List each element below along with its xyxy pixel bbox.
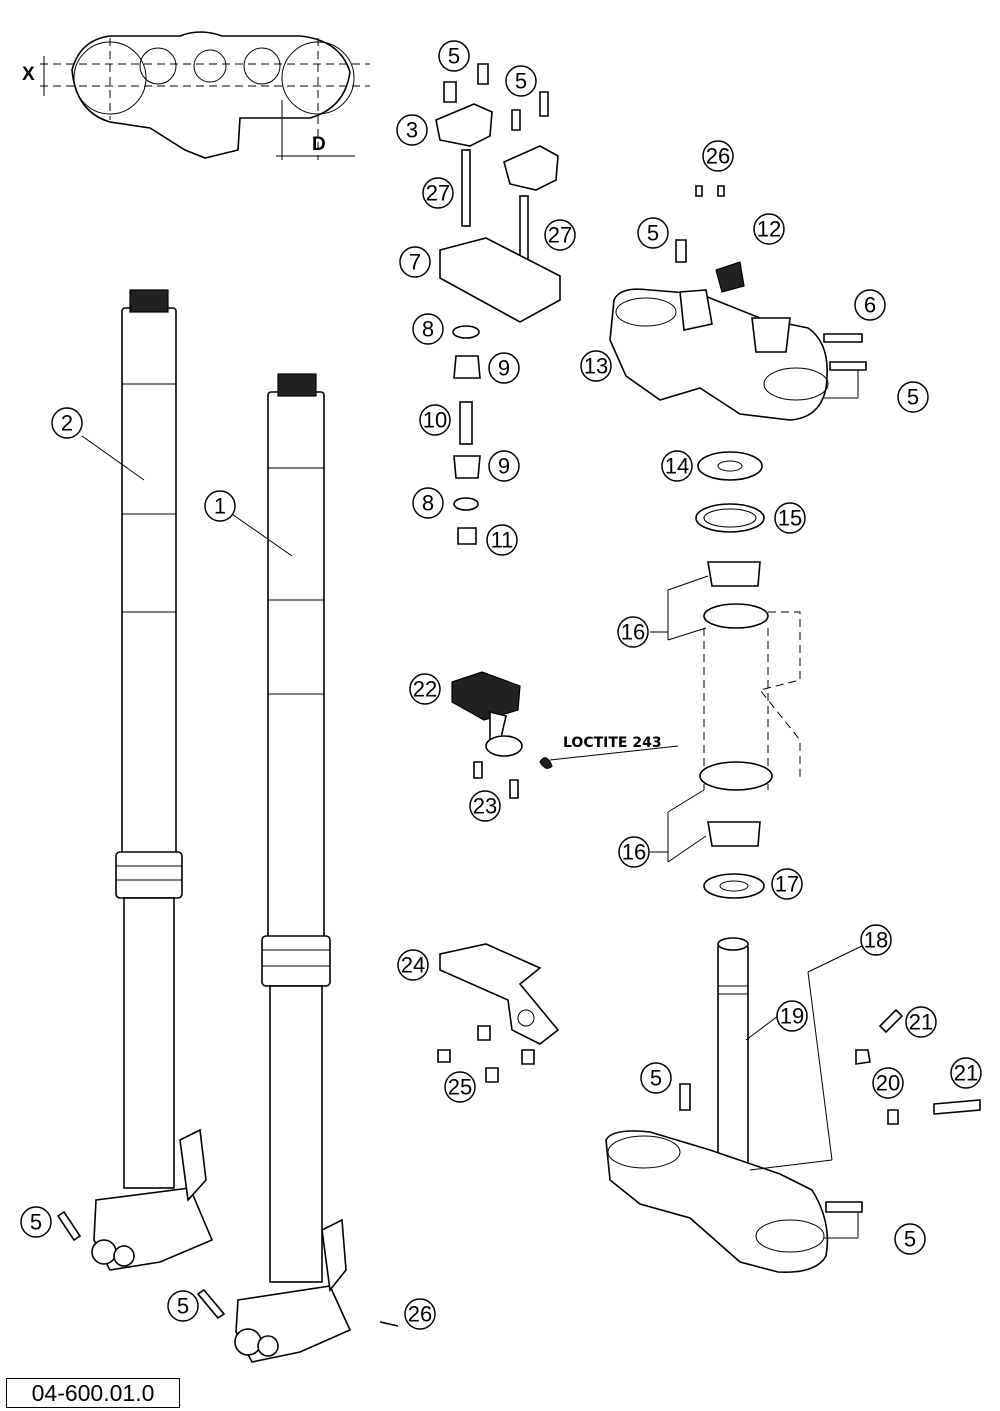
svg-text:7: 7 bbox=[409, 250, 421, 275]
svg-text:5: 5 bbox=[448, 44, 460, 69]
svg-text:22: 22 bbox=[413, 677, 437, 702]
fork-leg-2 bbox=[91, 289, 214, 1271]
callout-21-bottom: 21 bbox=[950, 1057, 982, 1089]
svg-text:5: 5 bbox=[30, 1210, 42, 1235]
callout-13: 13 bbox=[580, 350, 612, 382]
svg-text:13: 13 bbox=[584, 354, 608, 379]
svg-text:8: 8 bbox=[422, 317, 434, 342]
callout-3: 3 bbox=[396, 114, 428, 146]
svg-text:17: 17 bbox=[775, 872, 799, 897]
svg-text:11: 11 bbox=[491, 528, 514, 553]
callout-16-upper: 16 bbox=[617, 616, 649, 648]
svg-text:27: 27 bbox=[548, 223, 572, 248]
callout-2: 2 bbox=[51, 407, 83, 439]
svg-text:2: 2 bbox=[61, 411, 73, 436]
svg-text:14: 14 bbox=[665, 454, 689, 479]
callout-5-lower-clamp: 5 bbox=[894, 1223, 926, 1255]
callout-5-top: 5 bbox=[438, 40, 470, 72]
callout-14: 14 bbox=[661, 450, 693, 482]
svg-text:5: 5 bbox=[647, 221, 659, 246]
svg-text:27: 27 bbox=[426, 181, 450, 206]
svg-text:5: 5 bbox=[177, 1294, 189, 1319]
callout-24: 24 bbox=[397, 949, 429, 981]
callout-27-right: 27 bbox=[544, 219, 576, 251]
svg-text:25: 25 bbox=[448, 1075, 472, 1100]
svg-text:16: 16 bbox=[622, 840, 646, 865]
loctite-note: LOCTITE 243 bbox=[563, 735, 662, 751]
clamp-dimension-view: X D bbox=[22, 31, 370, 160]
svg-text:20: 20 bbox=[876, 1071, 900, 1096]
callout-18: 18 bbox=[860, 924, 892, 956]
svg-text:26: 26 bbox=[408, 1302, 432, 1327]
svg-text:23: 23 bbox=[473, 794, 497, 819]
svg-text:5: 5 bbox=[515, 69, 527, 94]
callout-1: 1 bbox=[204, 490, 236, 522]
callout-12: 12 bbox=[753, 213, 785, 245]
callout-16-lower: 16 bbox=[618, 836, 650, 868]
svg-text:18: 18 bbox=[864, 928, 888, 953]
svg-text:5: 5 bbox=[904, 1227, 916, 1252]
steering-bearing-stack bbox=[695, 451, 801, 899]
svg-text:21: 21 bbox=[954, 1061, 978, 1086]
callout-17: 17 bbox=[771, 868, 803, 900]
callout-5-top-right: 5 bbox=[505, 65, 537, 97]
dimension-d-label: D bbox=[312, 134, 326, 155]
svg-text:24: 24 bbox=[401, 953, 425, 978]
fork-leg-1 bbox=[234, 373, 352, 1363]
svg-text:9: 9 bbox=[498, 454, 510, 479]
svg-text:9: 9 bbox=[498, 356, 510, 381]
svg-text:1: 1 bbox=[214, 494, 226, 519]
callout-26-top: 26 bbox=[702, 140, 734, 172]
callout-23: 23 bbox=[469, 790, 501, 822]
callout-8-bottom: 8 bbox=[412, 487, 444, 519]
handlebar-clamps bbox=[435, 63, 561, 323]
callout-8-top: 8 bbox=[412, 313, 444, 345]
bushing-stack bbox=[452, 325, 481, 545]
callout-9-top: 9 bbox=[488, 352, 520, 384]
callout-15: 15 bbox=[774, 502, 806, 534]
bracket-24 bbox=[437, 943, 560, 1083]
drawing-number: 04-600.01.0 bbox=[6, 1378, 180, 1408]
leader-lines bbox=[81, 435, 863, 1171]
callout-10: 10 bbox=[419, 404, 451, 436]
callout-5-fork-right: 5 bbox=[167, 1290, 199, 1322]
svg-text:21: 21 bbox=[909, 1010, 933, 1035]
callout-20: 20 bbox=[872, 1067, 904, 1099]
callout-5-fork-left: 5 bbox=[20, 1206, 52, 1238]
svg-text:12: 12 bbox=[757, 217, 781, 242]
callout-22: 22 bbox=[409, 673, 441, 705]
dimension-x-label: X bbox=[22, 64, 35, 85]
callout-11: 11 bbox=[486, 524, 518, 556]
svg-text:16: 16 bbox=[621, 620, 645, 645]
callout-25: 25 bbox=[444, 1071, 476, 1103]
callout-5-lower-stem: 5 bbox=[640, 1062, 672, 1094]
callout-6: 6 bbox=[854, 289, 886, 321]
fork-pinch-bolts bbox=[56, 1210, 399, 1327]
lower-triple-clamp bbox=[605, 937, 981, 1273]
callout-21-top: 21 bbox=[905, 1006, 937, 1038]
svg-text:26: 26 bbox=[706, 144, 730, 169]
svg-text:8: 8 bbox=[422, 491, 434, 516]
svg-text:5: 5 bbox=[650, 1066, 662, 1091]
svg-text:19: 19 bbox=[780, 1004, 804, 1029]
svg-text:6: 6 bbox=[864, 293, 876, 318]
upper-triple-clamp bbox=[609, 185, 867, 421]
callout-5-upper-clamp: 5 bbox=[897, 381, 929, 413]
callout-19: 19 bbox=[776, 1000, 808, 1032]
svg-text:15: 15 bbox=[778, 506, 802, 531]
callout-27-left: 27 bbox=[422, 177, 454, 209]
svg-text:5: 5 bbox=[907, 385, 919, 410]
callout-5-clamp-bolt: 5 bbox=[637, 217, 669, 249]
bracket-22 bbox=[451, 671, 679, 799]
callout-9-bottom: 9 bbox=[488, 450, 520, 482]
callout-7: 7 bbox=[399, 246, 431, 278]
svg-text:10: 10 bbox=[423, 408, 447, 433]
callout-26-bottom: 26 bbox=[404, 1298, 436, 1330]
svg-text:3: 3 bbox=[406, 118, 418, 143]
